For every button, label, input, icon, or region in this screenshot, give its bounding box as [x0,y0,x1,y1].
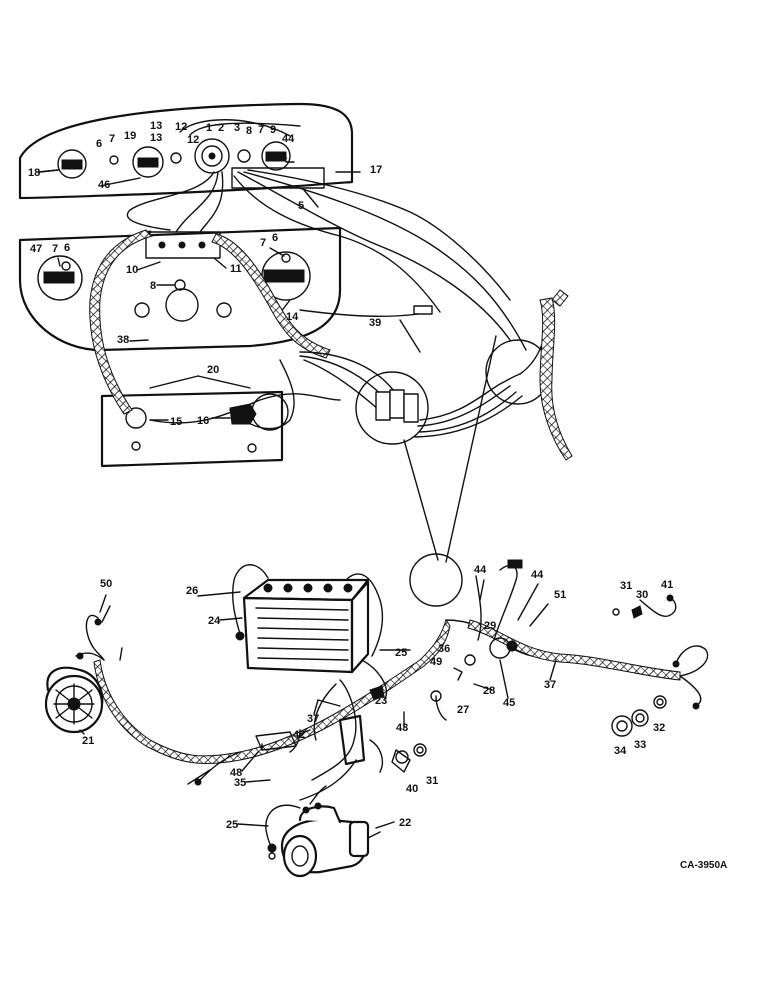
gauge-47 [37,255,83,301]
callout-c28: 28 [483,685,495,697]
indicator-8 [237,149,251,163]
callout-c14: 14 [286,311,299,323]
callout-c37a: 37 [544,679,556,691]
callout-c12a: 12 [175,121,187,133]
callout-c6c: 6 [272,232,278,244]
callout-c19: 19 [124,130,136,142]
callout-c39: 39 [369,317,381,329]
indicator-13 [170,152,182,164]
gauge-19 [132,146,164,178]
battery [231,564,384,674]
callout-c27: 27 [457,704,469,716]
callout-c9: 9 [270,124,276,136]
upper-harness-wires [89,169,573,563]
callout-c18: 18 [28,167,40,179]
upper-instrument-panel [18,102,361,200]
callout-c25a: 25 [395,647,407,659]
indicator-6b [61,261,71,271]
callout-c29: 29 [484,620,496,632]
callout-c12b: 12 [187,134,199,146]
callout-c5: 5 [298,200,304,212]
callout-c35: 35 [234,777,246,789]
tachometer [194,138,230,174]
callout-c51: 51 [554,589,566,601]
callout-c40: 40 [406,783,418,795]
callout-c42: 42 [293,729,305,741]
callout-c38: 38 [117,334,129,346]
callout-c7a: 7 [109,133,115,145]
main-lower-harness [75,553,709,801]
callout-c7d: 7 [260,237,266,249]
callout-c31a: 31 [620,580,632,592]
callout-c37b: 37 [307,713,319,725]
callout-c4: 4 [281,151,288,163]
callout-c3: 3 [234,122,240,134]
callout-c31b: 31 [426,775,438,787]
middle-dash-panel [18,226,342,352]
callout-c30: 30 [636,589,648,601]
callout-c23: 23 [375,695,387,707]
callout-c50: 50 [100,578,112,590]
callout-c13a: 13 [150,120,162,132]
gauge-9 [261,141,291,171]
callout-c6b: 6 [64,242,70,254]
callout-c8b: 8 [150,280,156,292]
indicator-6 [109,155,119,165]
lower-switch-panel [100,375,289,468]
callout-c21: 21 [82,735,94,747]
gauge-18 [57,149,87,179]
callout-c2: 2 [218,122,224,134]
callout-c46: 46 [98,179,110,191]
callout-c17: 17 [370,164,382,176]
callout-c8a: 8 [246,125,252,137]
callout-c22: 22 [399,817,411,829]
starter-motor [265,785,381,878]
callout-c6a: 6 [96,138,102,150]
callout-c1: 1 [206,122,212,134]
callout-c26: 26 [186,585,198,597]
callout-c43: 43 [396,722,408,734]
callout-c25b: 25 [226,819,238,831]
callout-c10: 10 [126,264,138,276]
callout-c15: 15 [170,416,182,428]
indicator-8b [174,279,186,291]
callout-c49: 49 [430,656,442,668]
callout-c24: 24 [208,615,221,627]
callout-c7b: 7 [258,124,264,136]
callout-c7c: 7 [52,243,58,255]
callout-c20: 20 [207,364,219,376]
alternator [44,666,104,734]
callout-leaders [39,169,557,829]
figure-code: CA-3950A [680,860,727,871]
callout-c44a: 44 [282,133,295,145]
callout-c41: 41 [661,579,673,591]
callout-c47: 47 [30,243,42,255]
callout-c36: 36 [438,643,450,655]
callout-c11: 11 [230,263,242,275]
callout-c45: 45 [503,697,515,709]
callout-c32: 32 [653,722,665,734]
callout-c13b: 13 [150,132,162,144]
callout-c16: 16 [197,415,209,427]
switch-15 [125,407,147,429]
callout-c44c: 44 [531,569,544,581]
callout-c34: 34 [614,745,627,757]
callout-c44b: 44 [474,564,487,576]
callout-c33: 33 [634,739,646,751]
callout-c48: 48 [230,767,242,779]
